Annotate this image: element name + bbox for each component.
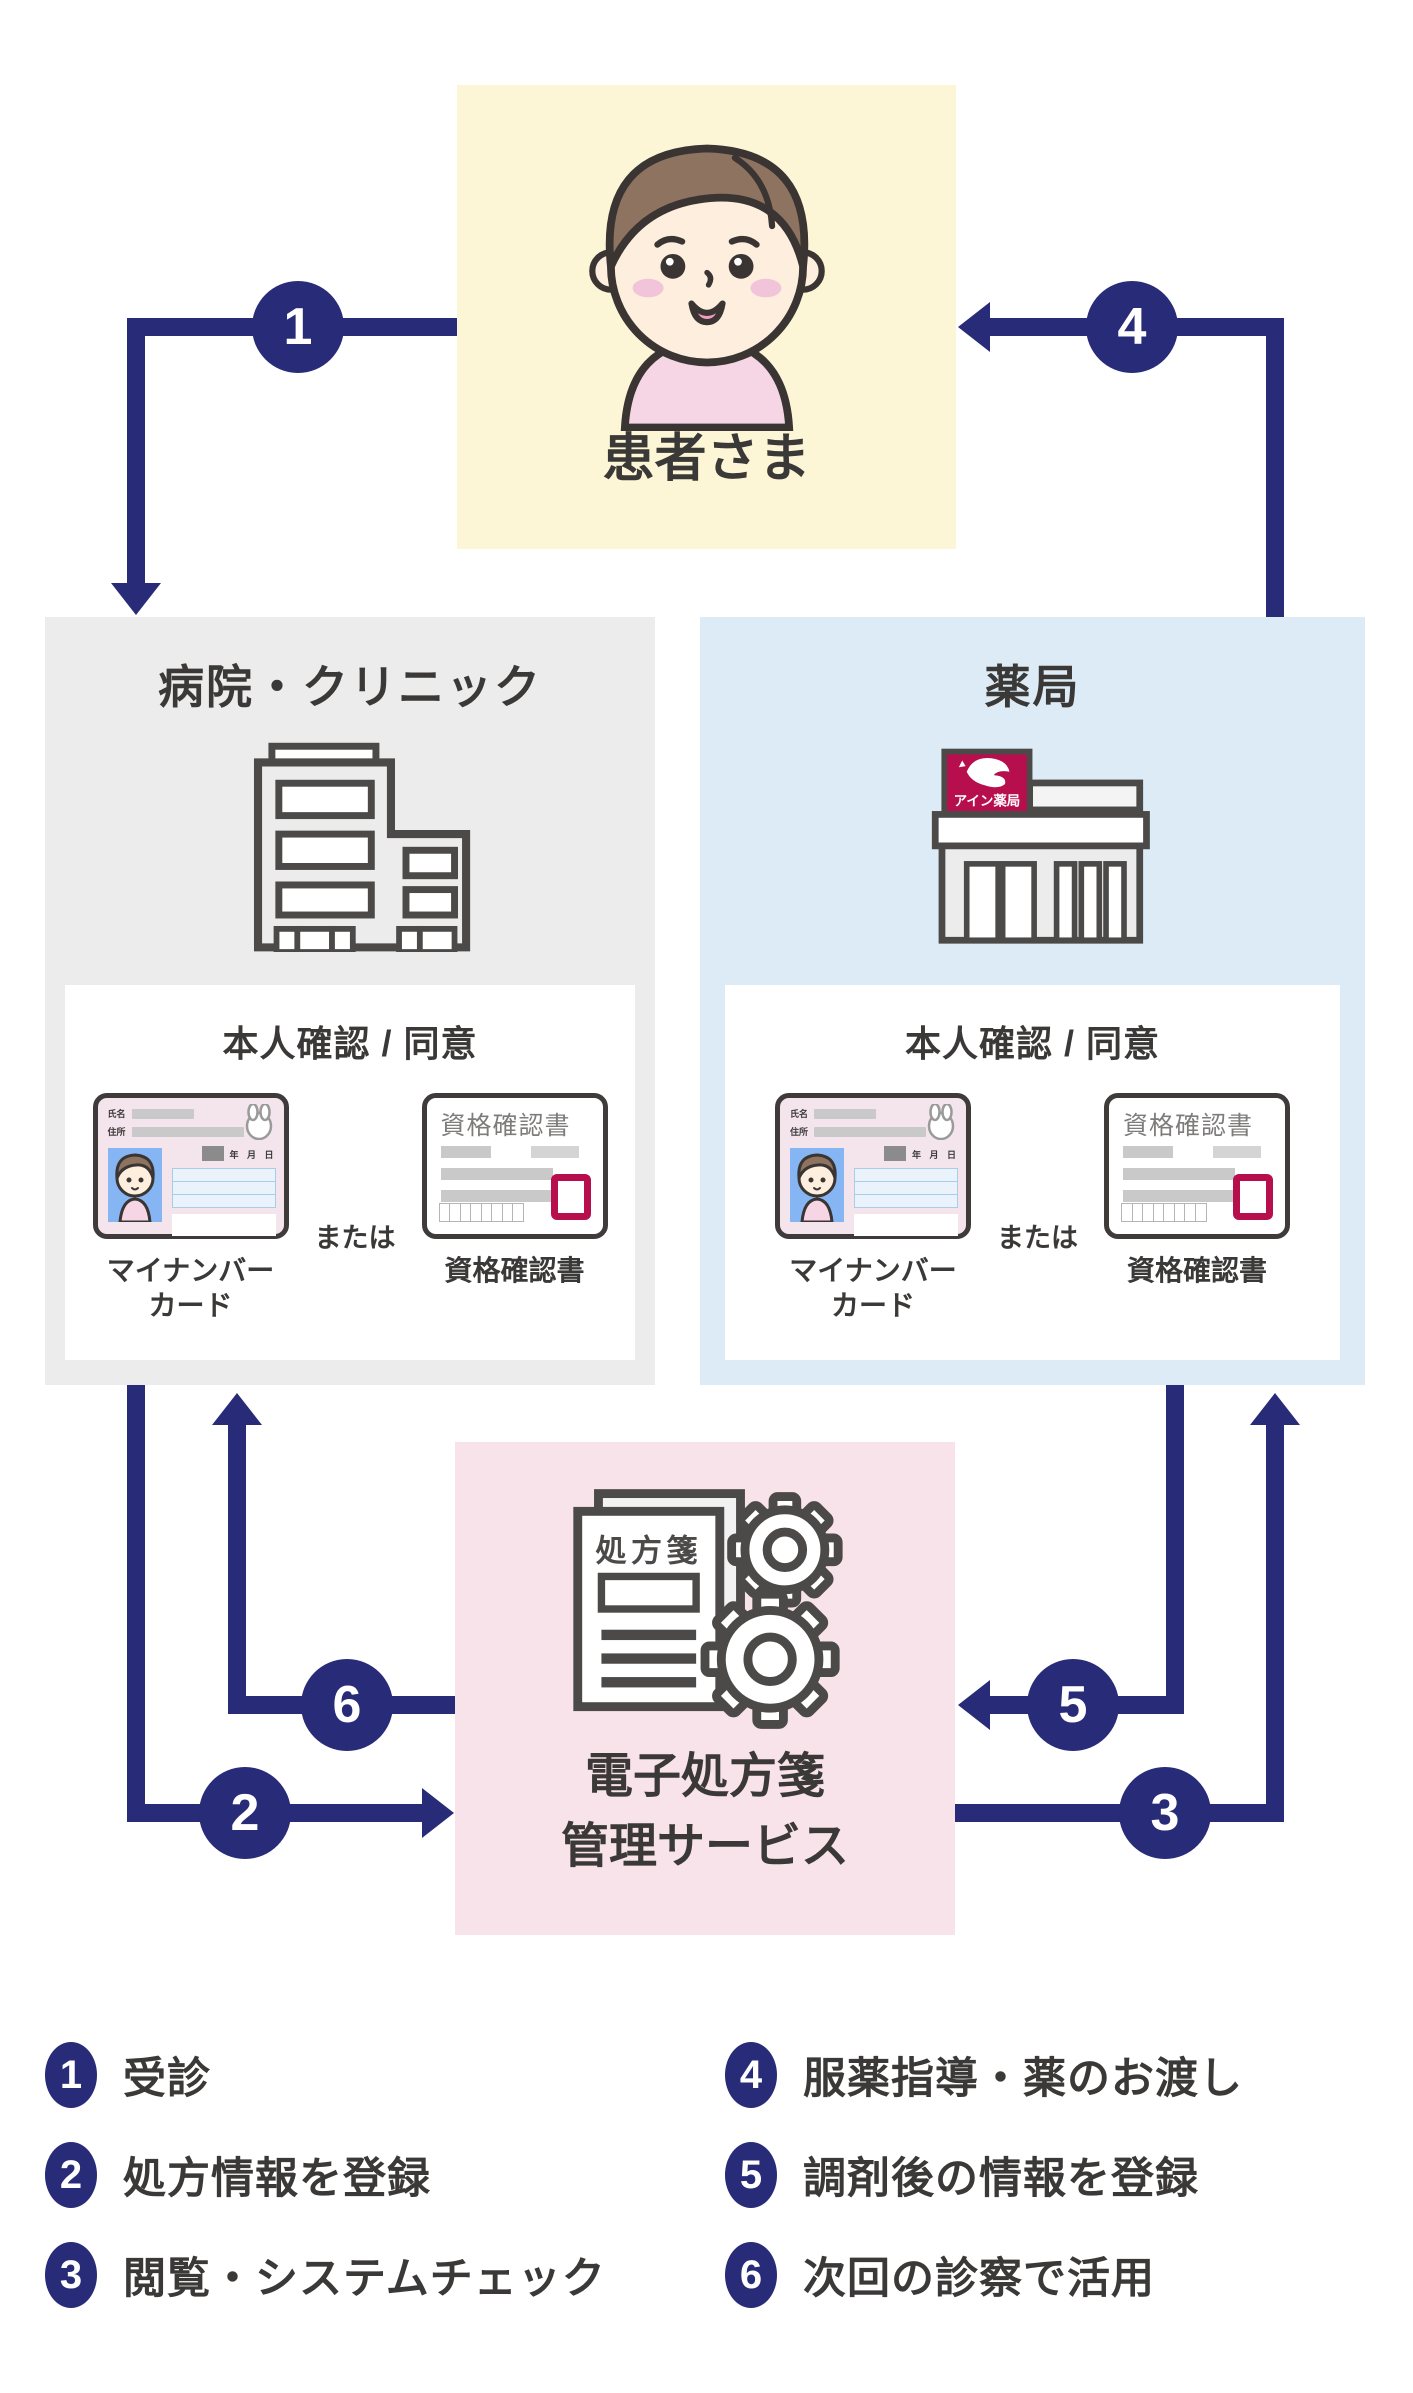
patient-label: 患者さま bbox=[602, 430, 811, 488]
arrow-1-head-icon bbox=[111, 583, 161, 615]
maina-rabbit-icon bbox=[926, 1102, 956, 1145]
address-label: 住所 bbox=[790, 1127, 809, 1137]
verify-title: 本人確認 / 同意 bbox=[222, 1023, 478, 1064]
patient-avatar bbox=[457, 111, 956, 431]
service-title: 電子処方箋 管理サービス bbox=[560, 1750, 849, 1873]
or-label: または bbox=[997, 1223, 1078, 1253]
verify-title: 本人確認 / 同意 bbox=[904, 1023, 1160, 1064]
legend-item-2: 2 処方情報を登録 bbox=[45, 2142, 431, 2208]
mynumber-card-label: マイナンバー カード bbox=[789, 1255, 957, 1321]
legend-item-1: 1 受診 bbox=[45, 2042, 211, 2108]
maina-rabbit-icon bbox=[244, 1102, 274, 1145]
certificate-card: 資格確認書 bbox=[421, 1093, 608, 1239]
legend-label-5: 調剤後の情報を登録 bbox=[803, 2155, 1199, 2203]
flow-badge-5: 5 bbox=[1027, 1659, 1119, 1751]
legend-label-1: 受診 bbox=[123, 2055, 211, 2103]
legend-item-6: 6 次回の診察で活用 bbox=[725, 2242, 1155, 2308]
certificate-number-cells bbox=[1121, 1203, 1207, 1222]
card-photo bbox=[790, 1148, 844, 1222]
arrow-3-line bbox=[1266, 1424, 1284, 1822]
legend-badge-6: 6 bbox=[725, 2242, 777, 2308]
card-stripe-field bbox=[171, 1168, 276, 1208]
certificate-card-title: 資格確認書 bbox=[1123, 1112, 1254, 1140]
hospital-box: 病院・クリニック 本人確認 / 同意 bbox=[45, 617, 655, 1385]
legend-badge-5: 5 bbox=[725, 2142, 777, 2208]
legend-badge-1: 1 bbox=[45, 2042, 97, 2108]
name-label: 氏名 bbox=[790, 1109, 809, 1119]
legend-label-3: 閲覧・システムチェック bbox=[123, 2255, 606, 2303]
card-date-box bbox=[884, 1146, 906, 1161]
prescription-gears-icon: 処方箋 bbox=[455, 1484, 955, 1734]
legend-item-5: 5 調剤後の情報を登録 bbox=[725, 2142, 1199, 2208]
hospital-verify-panel: 本人確認 / 同意 氏名 住所 年 bbox=[65, 985, 635, 1360]
flow-badge-1: 1 bbox=[252, 281, 344, 373]
address-label: 住所 bbox=[107, 1127, 126, 1137]
or-label: または bbox=[314, 1223, 396, 1253]
flow-badge-2: 2 bbox=[199, 1767, 291, 1859]
name-label: 氏名 bbox=[107, 1109, 126, 1119]
arrow-4-line bbox=[1266, 318, 1284, 617]
mynumber-card-label: マイナンバー カード bbox=[106, 1255, 275, 1321]
legend-label-6: 次回の診察で活用 bbox=[803, 2255, 1155, 2303]
arrow-6-head-icon bbox=[212, 1393, 262, 1425]
certificate-stamp-box bbox=[550, 1174, 591, 1220]
legend-label-2: 処方情報を登録 bbox=[123, 2155, 431, 2203]
certificate-stamp-box bbox=[1233, 1174, 1273, 1220]
flow-badge-3-number: 3 bbox=[1150, 1784, 1180, 1842]
certificate-label: 資格確認書 bbox=[1126, 1255, 1267, 1286]
arrow-3-head-icon bbox=[1250, 1393, 1300, 1425]
certificate-card: 資格確認書 bbox=[1104, 1093, 1290, 1239]
mynumber-card: 氏名 住所 年 月 日 bbox=[92, 1093, 289, 1239]
arrow-2-line bbox=[127, 1385, 145, 1822]
date-label: 年 月 日 bbox=[229, 1150, 277, 1160]
flow-badge-6: 6 bbox=[301, 1659, 393, 1751]
patient-box: 患者さま bbox=[457, 85, 956, 549]
mynumber-card: 氏名 住所 年 月 日 bbox=[775, 1093, 971, 1239]
legend-label-4: 服薬指導・薬のお渡し bbox=[803, 2055, 1243, 2103]
svg-text:アイン薬局: アイン薬局 bbox=[953, 792, 1020, 808]
hospital-building-icon bbox=[45, 737, 655, 952]
legend-item-3: 3 閲覧・システムチェック bbox=[45, 2242, 606, 2308]
card-photo bbox=[107, 1148, 162, 1222]
arrow-4-head-icon bbox=[958, 302, 990, 352]
flow-badge-3: 3 bbox=[1119, 1767, 1211, 1859]
certificate-card-title: 資格確認書 bbox=[440, 1112, 571, 1140]
service-box: 処方箋 bbox=[455, 1442, 955, 1935]
card-blank-field bbox=[171, 1214, 276, 1236]
legend-item-4: 4 服薬指導・薬のお渡し bbox=[725, 2042, 1243, 2108]
flow-badge-5-number: 5 bbox=[1058, 1676, 1088, 1734]
pharmacy-verify-panel: 本人確認 / 同意 氏名 住所 年 bbox=[725, 985, 1340, 1360]
legend-badge-3: 3 bbox=[45, 2242, 97, 2308]
card-date-box bbox=[201, 1146, 224, 1161]
flow-badge-4-number: 4 bbox=[1117, 298, 1147, 356]
legend-badge-4: 4 bbox=[725, 2042, 777, 2108]
pharmacy-box: 薬局 アイン薬局 本人確認 / 同意 bbox=[700, 617, 1365, 1385]
arrow-1-line bbox=[127, 318, 145, 584]
legend-badge-2: 2 bbox=[45, 2142, 97, 2208]
flow-badge-2-number: 2 bbox=[230, 1784, 260, 1842]
pharmacy-title: 薬局 bbox=[984, 661, 1081, 713]
hospital-title: 病院・クリニック bbox=[158, 661, 542, 713]
date-label: 年 月 日 bbox=[912, 1150, 960, 1160]
arrow-6-line bbox=[228, 1424, 246, 1714]
svg-text:処方箋: 処方箋 bbox=[596, 1534, 703, 1569]
card-blank-field bbox=[854, 1214, 958, 1236]
flow-badge-1-number: 1 bbox=[283, 298, 313, 356]
card-stripe-field bbox=[854, 1168, 958, 1208]
certificate-label: 資格確認書 bbox=[444, 1255, 585, 1286]
arrow-5-head-icon bbox=[958, 1680, 990, 1730]
flow-badge-6-number: 6 bbox=[332, 1676, 362, 1734]
pharmacy-store-icon: アイン薬局 bbox=[700, 747, 1365, 947]
arrow-5-line bbox=[1166, 1385, 1184, 1714]
arrow-2-head-icon bbox=[422, 1788, 454, 1838]
flow-badge-4: 4 bbox=[1086, 281, 1178, 373]
certificate-number-cells bbox=[438, 1203, 524, 1222]
